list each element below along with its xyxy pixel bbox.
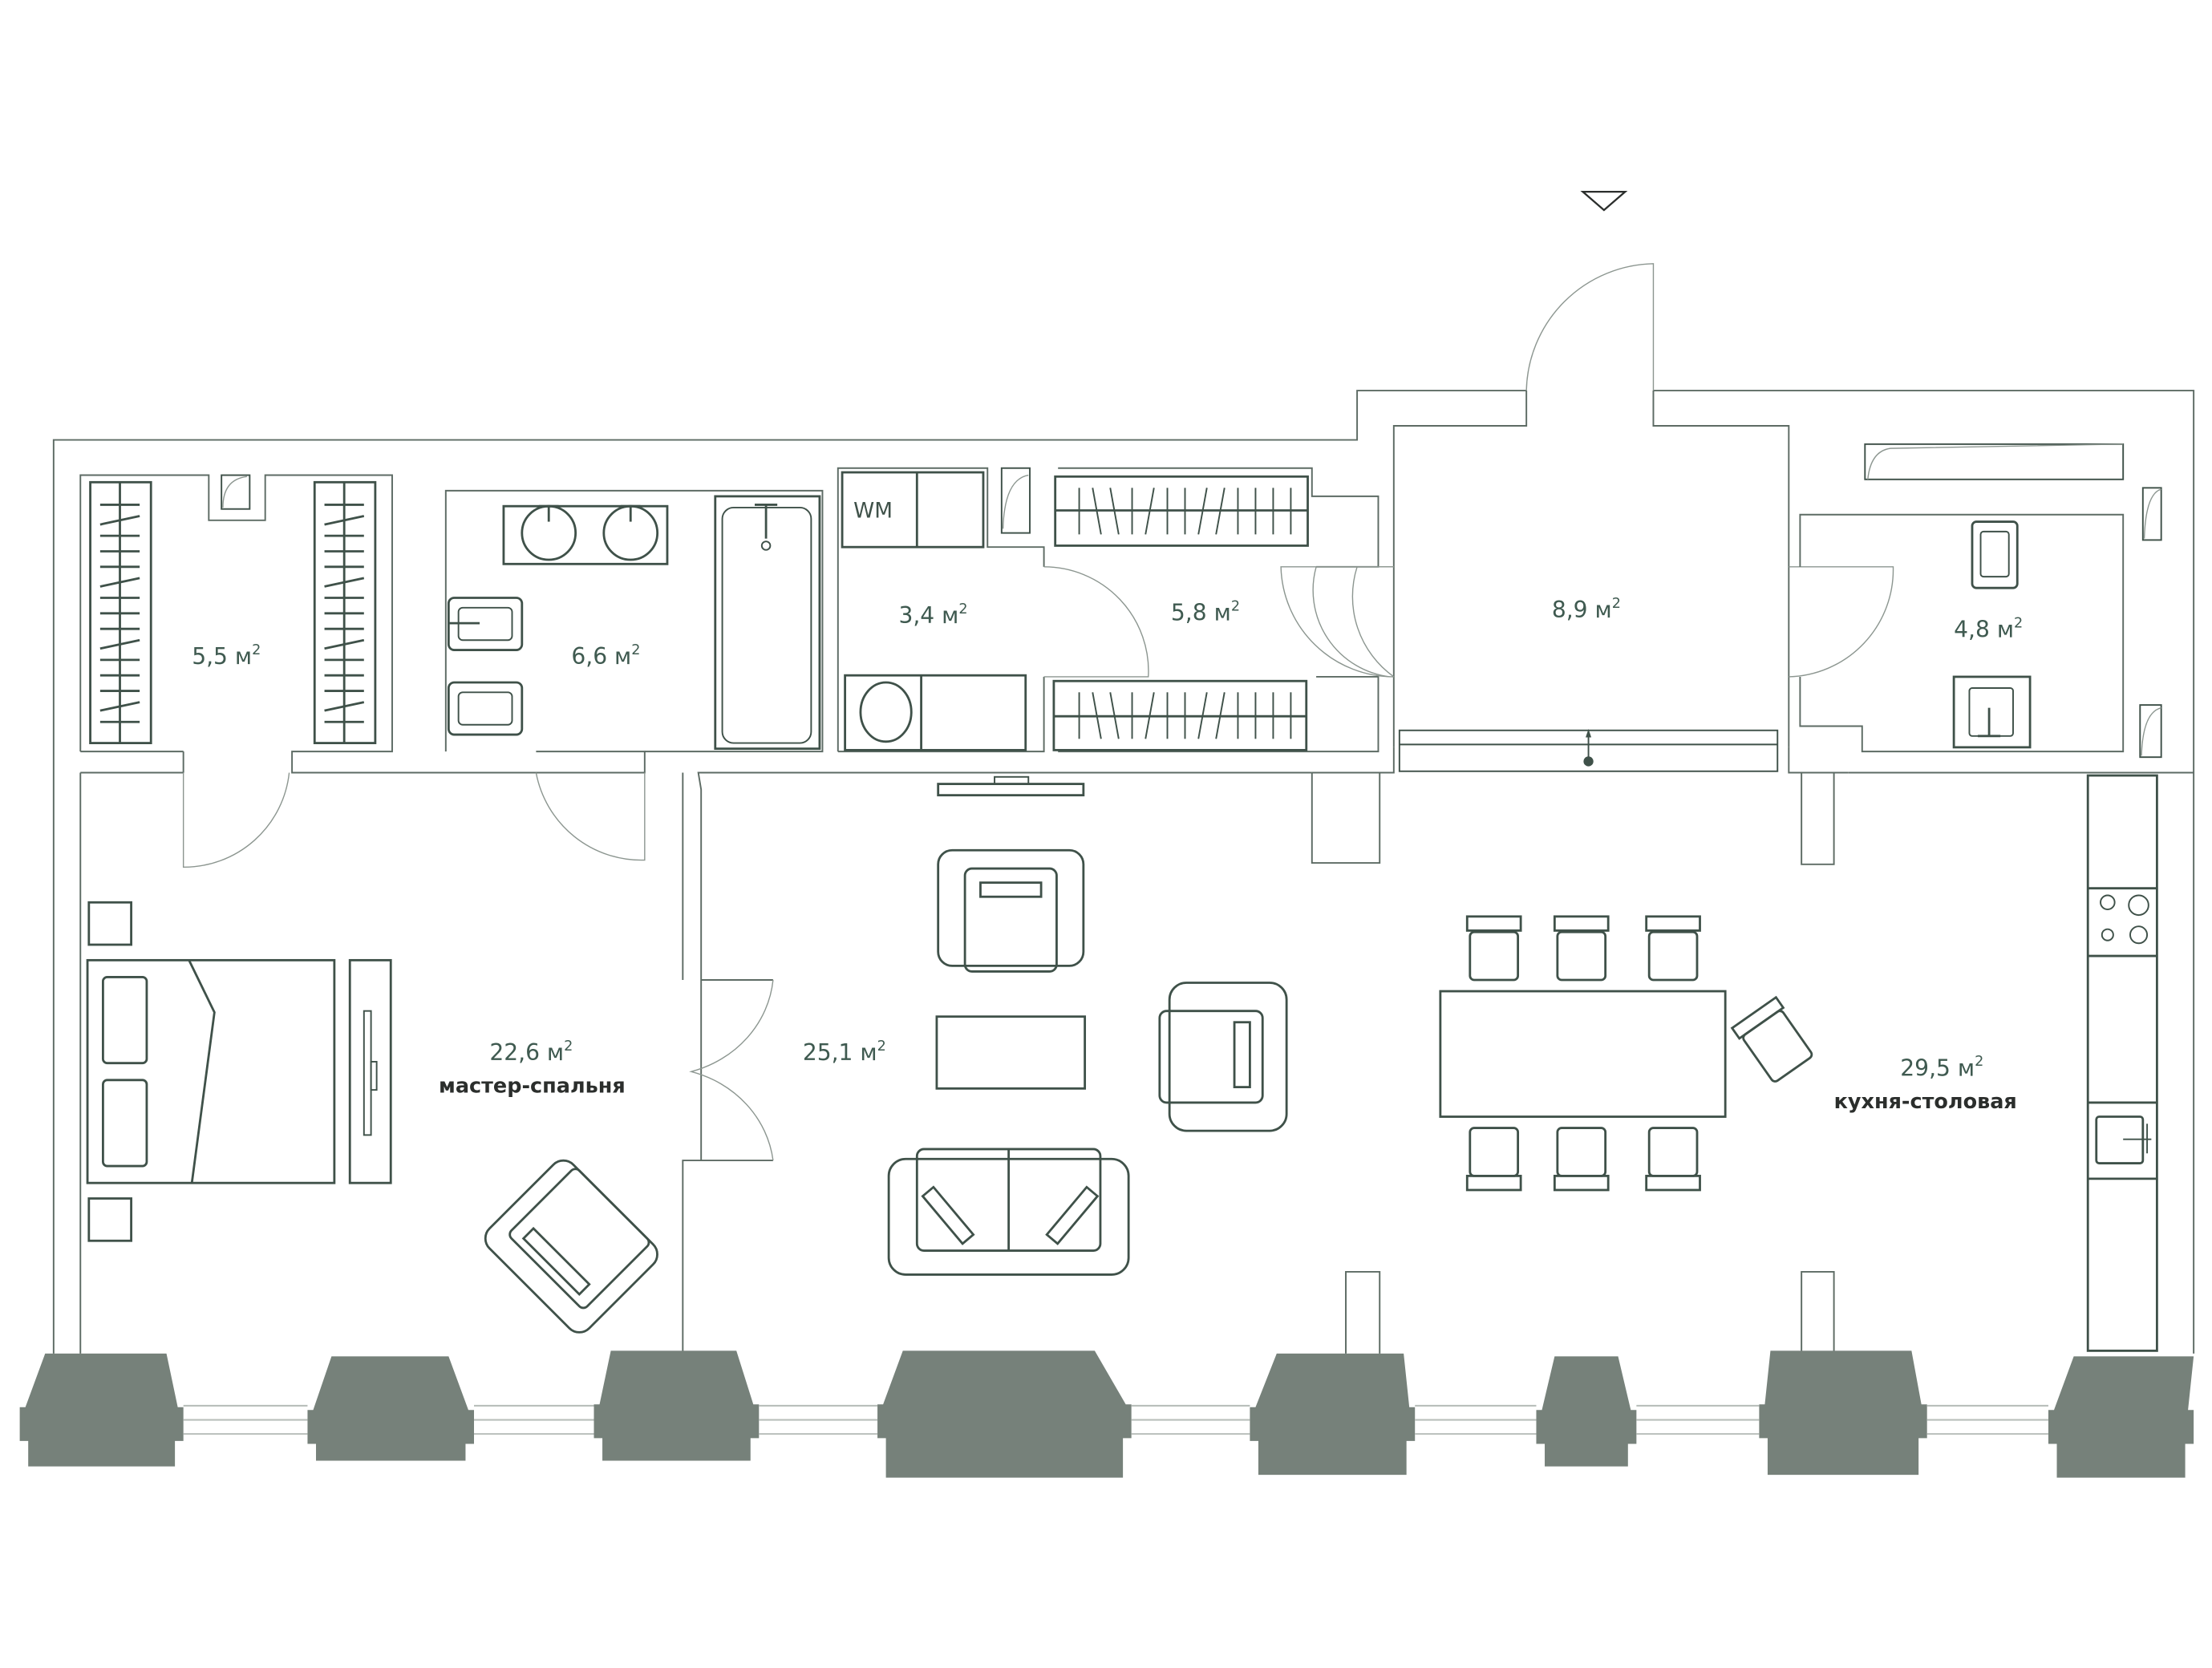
hanger bbox=[99, 701, 140, 712]
dining-chair-back bbox=[1645, 915, 1701, 932]
facade-column bbox=[2048, 1356, 2194, 1478]
room-area-label: 6,6 м2 bbox=[571, 642, 640, 670]
hanger bbox=[324, 638, 365, 650]
room-area-label: 29,5 м2 bbox=[1900, 1054, 1983, 1081]
room-area-label: 3,4 м2 bbox=[898, 601, 967, 629]
hanger bbox=[99, 577, 140, 588]
room-closet: 5,8 м2 bbox=[1052, 467, 1395, 753]
dining-chair-back bbox=[1553, 1174, 1610, 1192]
dining-chair-back bbox=[1465, 915, 1522, 932]
hanger bbox=[1215, 488, 1226, 535]
room-area-label: 5,8 м2 bbox=[1171, 598, 1240, 626]
facade-column bbox=[1759, 1350, 1927, 1476]
hanger bbox=[1197, 692, 1208, 739]
washing-machine-label: WM bbox=[853, 499, 893, 523]
room-hall: 8,9 м2 bbox=[1280, 566, 1894, 774]
room-bathroom: 6,6 м2 bbox=[444, 489, 824, 861]
hanger bbox=[99, 515, 140, 526]
room-wc: 4,8 м2 bbox=[1799, 443, 2162, 759]
hanger bbox=[1197, 488, 1208, 535]
facade-column bbox=[307, 1356, 474, 1461]
facade-column bbox=[19, 1353, 184, 1467]
room-living: 25,1 м2 bbox=[803, 775, 1288, 1276]
room-name-label: мастер-спальня bbox=[439, 1075, 626, 1099]
room-master-bedroom: 22,6 м2 мастер-спальня bbox=[86, 901, 658, 1334]
hanger bbox=[99, 638, 140, 650]
facade bbox=[19, 1350, 2194, 1478]
hanger bbox=[1092, 488, 1102, 535]
room-name-label: кухня-столовая bbox=[1834, 1090, 2017, 1114]
facade-column bbox=[877, 1350, 1132, 1478]
outer-walls bbox=[52, 263, 2195, 1354]
dining-chair-back bbox=[1553, 915, 1610, 932]
room-area-label: 22,6 м2 bbox=[489, 1038, 573, 1066]
entrance-triangle-icon bbox=[1580, 190, 1628, 212]
hanger bbox=[1144, 692, 1155, 739]
dining-chair bbox=[1469, 1127, 1520, 1177]
room-area-label: 8,9 м2 bbox=[1552, 596, 1621, 623]
dining-chair bbox=[1647, 1127, 1699, 1177]
room-area-label: 4,8 м2 bbox=[1954, 615, 2023, 642]
dining-chair bbox=[1556, 1127, 1607, 1177]
room-area-label: 25,1 м2 bbox=[803, 1038, 886, 1066]
room-area-label: 5,5 м2 bbox=[192, 642, 261, 670]
dining-chair-back bbox=[1465, 1174, 1522, 1192]
hanger bbox=[1109, 692, 1120, 739]
hanger bbox=[1144, 488, 1155, 535]
hanger bbox=[324, 515, 365, 526]
hanger bbox=[1109, 488, 1120, 535]
facade-column bbox=[594, 1350, 760, 1461]
facade-column bbox=[1536, 1356, 1637, 1467]
hanger bbox=[1215, 692, 1226, 739]
dining-chair bbox=[1647, 930, 1699, 982]
dining-chair-back bbox=[1645, 1174, 1701, 1192]
room-laundry: WM 3,4 м2 bbox=[837, 467, 1149, 753]
room-kitchen-dining: 29,5 м2 кухня-столовая bbox=[1439, 774, 2158, 1352]
hanger bbox=[1092, 692, 1102, 739]
dining-chair bbox=[1556, 930, 1607, 982]
dining-chair bbox=[1469, 930, 1520, 982]
room-wardrobe: 5,5 м2 bbox=[79, 474, 646, 868]
hanger bbox=[324, 577, 365, 588]
hanger bbox=[324, 701, 365, 712]
facade-column bbox=[1250, 1353, 1416, 1476]
inner-walls bbox=[682, 771, 2194, 1354]
